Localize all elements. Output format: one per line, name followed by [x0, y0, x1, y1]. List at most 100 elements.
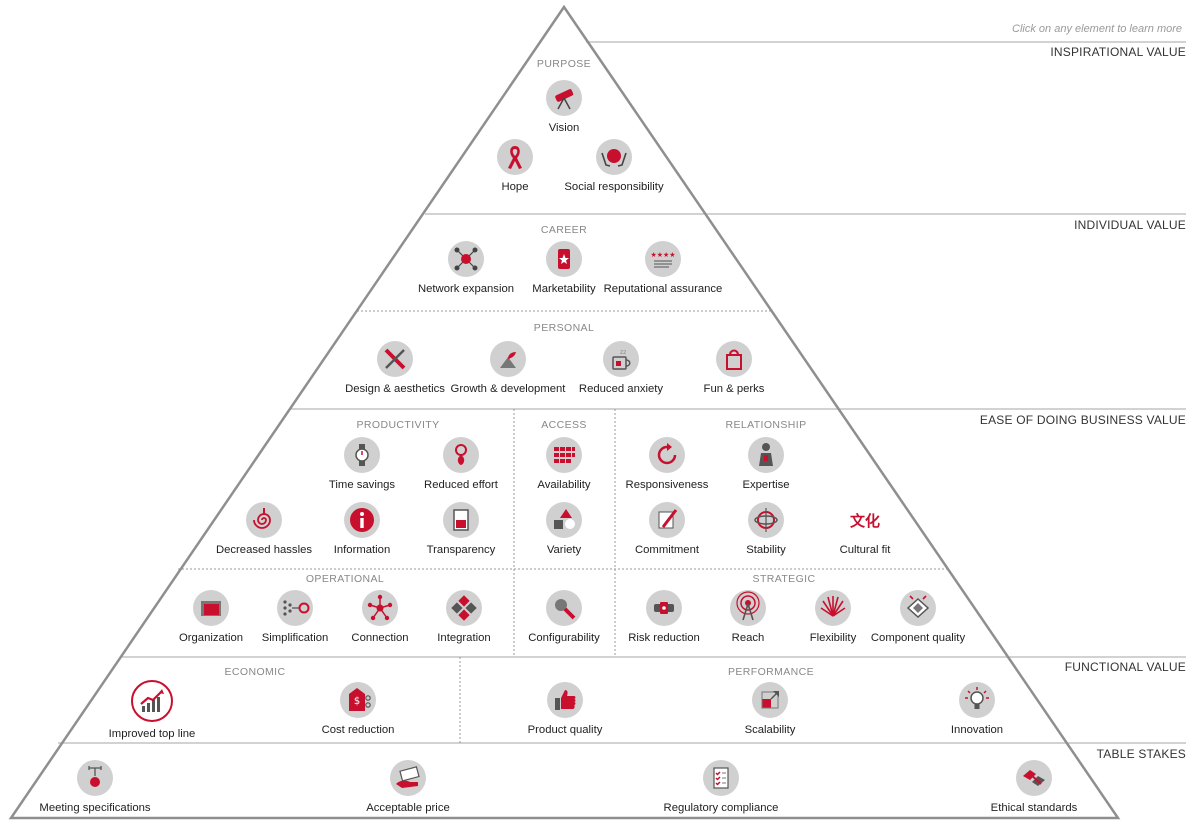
money-hand-icon [390, 760, 426, 796]
hub-icon [362, 590, 398, 626]
element-commitment[interactable]: Commitment [605, 502, 729, 557]
funnel-nodes-icon [277, 590, 313, 626]
shield-lock-icon [646, 590, 682, 626]
cultural-glyph-icon: 文化 [847, 502, 883, 538]
element-label: Connection [351, 632, 409, 644]
network-icon [448, 241, 484, 277]
category-economic: ECONOMIC [224, 666, 286, 678]
growth-chart-icon [131, 680, 173, 722]
element-label: Product quality [527, 724, 603, 736]
element-time-savings[interactable]: Time savings [300, 437, 424, 492]
window-icon [443, 502, 479, 538]
element-innovation[interactable]: Innovation [915, 682, 1039, 737]
element-integration[interactable]: Integration [402, 590, 526, 645]
element-label: Network expansion [417, 283, 515, 295]
element-label: Acceptable price [366, 802, 450, 814]
shapes-icon [546, 502, 582, 538]
element-cost-reduction[interactable]: $ Cost reduction [296, 682, 420, 737]
element-cultural-fit[interactable]: 文化 Cultural fit [803, 502, 927, 557]
element-product-quality[interactable]: Product quality [503, 682, 627, 737]
element-improved-top-line[interactable]: Improved top line [90, 680, 214, 741]
pencil-ruler-icon [377, 341, 413, 377]
element-regulatory-compliance[interactable]: Regulatory compliance [659, 760, 783, 815]
element-information[interactable]: Information [300, 502, 424, 557]
element-label: Availability [537, 479, 591, 491]
pen-sign-icon [649, 502, 685, 538]
rating-stars-icon: ★★★★ [645, 241, 681, 277]
category-career: CAREER [540, 224, 588, 236]
element-design-aesthetics[interactable]: Design & aesthetics [333, 341, 457, 396]
category-operational: OPERATIONAL [305, 573, 385, 585]
checklist-icon [703, 760, 739, 796]
element-stability[interactable]: Stability [704, 502, 828, 557]
element-acceptable-price[interactable]: Acceptable price [346, 760, 470, 815]
element-organization[interactable]: Organization [149, 590, 273, 645]
antenna-tower-icon [730, 590, 766, 626]
element-flexibility[interactable]: Flexibility [771, 590, 895, 645]
element-reach[interactable]: Reach [686, 590, 810, 645]
wrench-icon [546, 590, 582, 626]
element-expertise[interactable]: Expertise [704, 437, 828, 492]
element-hope[interactable]: Hope [453, 139, 577, 194]
telescope-icon [546, 80, 582, 116]
element-label: Marketability [532, 283, 596, 295]
caliper-icon [77, 760, 113, 796]
element-label: Hope [501, 181, 529, 193]
element-reduced-anxiety[interactable]: zz Reduced anxiety [559, 341, 683, 396]
ribbon-icon [497, 139, 533, 175]
svg-text:zz: zz [620, 349, 626, 356]
element-label: Ethical standards [990, 802, 1078, 814]
element-social-responsibility[interactable]: Social responsibility [552, 139, 676, 194]
element-variety[interactable]: Variety [502, 502, 626, 557]
element-label: Design & aesthetics [345, 383, 445, 395]
category-personal: PERSONAL [533, 322, 595, 334]
watch-icon [344, 437, 380, 473]
element-label: Decreased hassles [215, 544, 313, 556]
element-fun-perks[interactable]: Fun & perks [672, 341, 796, 396]
tea-cup-icon: zz [603, 341, 639, 377]
element-availability[interactable]: Availability [502, 437, 626, 492]
element-label: Simplification [261, 632, 329, 644]
element-scalability[interactable]: Scalability [708, 682, 832, 737]
element-label: Configurability [528, 632, 600, 644]
category-purpose: PURPOSE [536, 58, 592, 70]
gyroscope-icon [748, 502, 784, 538]
badge-star-icon [546, 241, 582, 277]
element-network-expansion[interactable]: Network expansion [404, 241, 528, 296]
element-reputational-assurance[interactable]: ★★★★ Reputational assurance [601, 241, 725, 296]
category-access: ACCESS [541, 419, 587, 431]
element-vision[interactable]: Vision [502, 80, 626, 135]
element-risk-reduction[interactable]: Risk reduction [602, 590, 726, 645]
category-strategic: STRATEGIC [752, 573, 816, 585]
element-label: Variety [546, 544, 582, 556]
element-transparency[interactable]: Transparency [399, 502, 523, 557]
info-icon [344, 502, 380, 538]
tier-label-functional: FUNCTIONAL VALUE [1064, 660, 1186, 674]
price-tag-scissors-icon: $ [340, 682, 376, 718]
element-reduced-effort[interactable]: Reduced effort [399, 437, 523, 492]
element-label: Reduced anxiety [578, 383, 664, 395]
element-growth-development[interactable]: Growth & development [446, 341, 570, 396]
tier-label-ease: EASE OF DOING BUSINESS VALUE [979, 413, 1186, 427]
element-label: Social responsibility [564, 181, 664, 193]
element-component-quality[interactable]: Component quality [856, 590, 980, 645]
element-decreased-hassles[interactable]: Decreased hassles [202, 502, 326, 557]
element-marketability[interactable]: Marketability [502, 241, 626, 296]
category-performance: PERFORMANCE [727, 666, 815, 678]
element-label: Meeting specifications [39, 802, 151, 814]
svg-text:文化: 文化 [850, 512, 880, 530]
element-meeting-specifications[interactable]: Meeting specifications [33, 760, 157, 815]
element-label: Risk reduction [628, 632, 700, 644]
element-responsiveness[interactable]: Responsiveness [605, 437, 729, 492]
element-configurability[interactable]: Configurability [502, 590, 626, 645]
element-connection[interactable]: Connection [318, 590, 442, 645]
element-label: Responsiveness [625, 479, 709, 491]
element-label: Reach [731, 632, 765, 644]
element-label: Time savings [328, 479, 396, 491]
element-simplification[interactable]: Simplification [233, 590, 357, 645]
element-ethical-standards[interactable]: Ethical standards [972, 760, 1096, 815]
weight-icon [443, 437, 479, 473]
grid-calendar-icon [546, 437, 582, 473]
element-label: Information [333, 544, 391, 556]
